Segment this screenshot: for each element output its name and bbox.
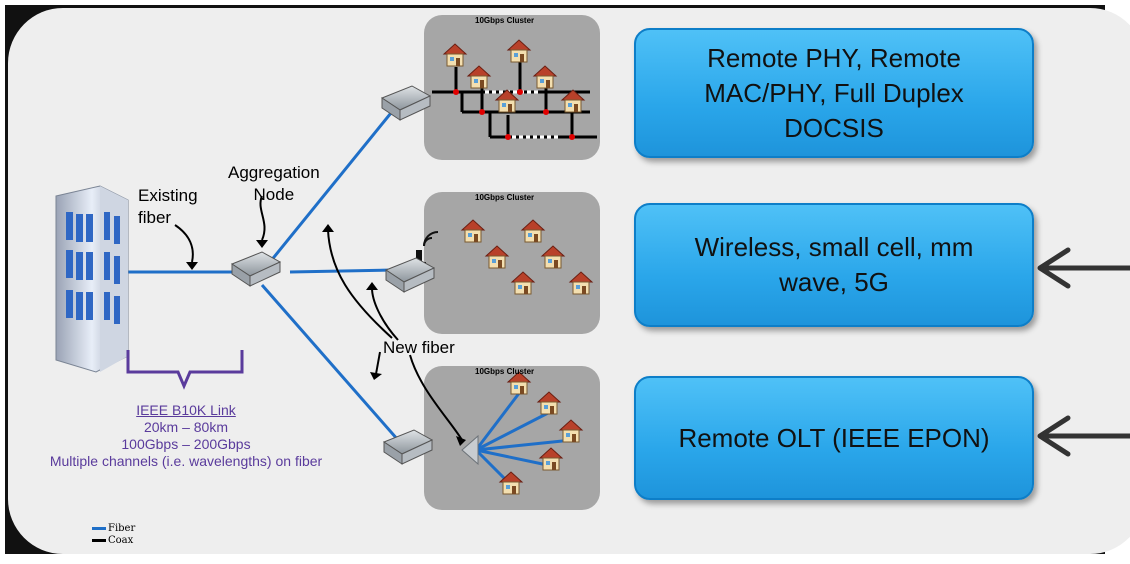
link-channels: Multiple channels (i.e. wavelengths) on … bbox=[49, 453, 323, 469]
box-text: Wireless, small cell, mm wave, 5G bbox=[694, 232, 974, 297]
link-description: IEEE B10K Link 20km – 80km 100Gbps – 200… bbox=[0, 402, 372, 470]
arrowheads bbox=[186, 224, 466, 446]
fiber-swatch bbox=[92, 527, 106, 530]
cluster-label: 10Gbps Cluster bbox=[475, 193, 535, 202]
annotation-arrows bbox=[174, 195, 463, 441]
taps bbox=[453, 89, 575, 140]
use-case-box-epon: Remote OLT (IEEE EPON) bbox=[634, 376, 1034, 500]
new-fiber-label: New fiber bbox=[383, 338, 455, 357]
coax-swatch bbox=[92, 539, 106, 542]
box-text: Remote OLT (IEEE EPON) bbox=[678, 422, 990, 453]
headend-building-icon bbox=[55, 185, 129, 373]
aggregation-node-label: Aggregation Node bbox=[228, 163, 320, 204]
cluster-panel-1 bbox=[424, 15, 600, 160]
link-rate: 100Gbps – 200Gbps bbox=[121, 436, 251, 452]
link-title: IEEE B10K Link bbox=[136, 402, 236, 418]
box-text: Remote PHY, Remote MAC/PHY, Full Duplex … bbox=[704, 42, 964, 143]
use-case-box-wireless: Wireless, small cell, mm wave, 5G bbox=[634, 203, 1034, 327]
cluster-label: 10Gbps Cluster bbox=[475, 16, 535, 25]
splitter-icon bbox=[461, 434, 479, 466]
existing-fiber-label: Existing fiber bbox=[138, 186, 198, 227]
link-distance: 20km – 80km bbox=[143, 419, 229, 435]
legend-coax-label: Coax bbox=[108, 535, 134, 546]
pointer-arrows bbox=[1037, 247, 1130, 457]
cluster-label: 10Gbps Cluster bbox=[475, 367, 535, 376]
fiber-links bbox=[128, 107, 400, 441]
legend-coax: Coax bbox=[92, 535, 133, 546]
legend-fiber-label: Fiber bbox=[108, 523, 136, 534]
use-case-box-docsis: Remote PHY, Remote MAC/PHY, Full Duplex … bbox=[634, 28, 1034, 158]
legend-fiber: Fiber bbox=[92, 523, 135, 534]
cluster-panel-2 bbox=[424, 192, 600, 334]
link-brace bbox=[126, 350, 244, 390]
